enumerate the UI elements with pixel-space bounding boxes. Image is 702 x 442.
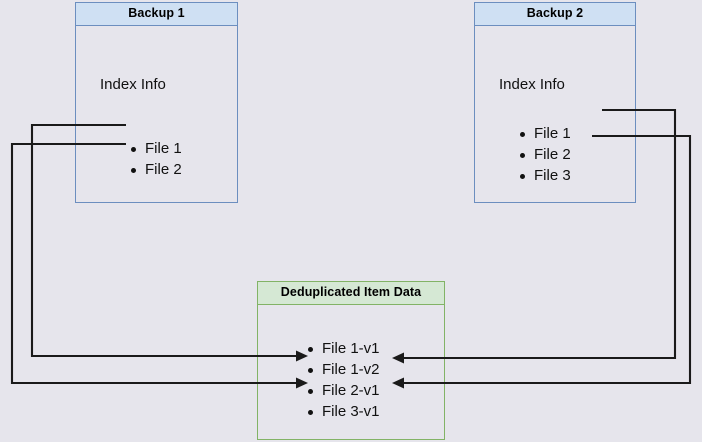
backup2-file-list: File 1 File 2 File 3 (517, 123, 571, 186)
list-item[interactable]: File 3-v1 (305, 401, 380, 422)
list-item[interactable]: File 1-v1 (305, 338, 380, 359)
backup2-box[interactable]: Backup 2 Index Info File 1 File 2 File 3 (474, 2, 636, 203)
list-item[interactable]: File 3 (517, 165, 571, 186)
backup1-box[interactable]: Backup 1 Index Info File 1 File 2 (75, 2, 238, 203)
list-item[interactable]: File 1 (517, 123, 571, 144)
backup2-body: Index Info File 1 File 2 File 3 (475, 26, 635, 202)
backup1-file-list: File 1 File 2 (128, 138, 182, 180)
list-item[interactable]: File 2-v1 (305, 380, 380, 401)
backup2-title: Backup 2 (475, 3, 635, 26)
list-item[interactable]: File 2 (517, 144, 571, 165)
backup2-index-label: Index Info (499, 76, 565, 93)
dedup-item-list: File 1-v1 File 1-v2 File 2-v1 File 3-v1 (305, 338, 380, 422)
list-item[interactable]: File 2 (128, 159, 182, 180)
dedup-title: Deduplicated Item Data (258, 282, 444, 305)
dedup-body: File 1-v1 File 1-v2 File 2-v1 File 3-v1 (258, 305, 444, 439)
backup1-index-label: Index Info (100, 76, 166, 93)
backup1-title: Backup 1 (76, 3, 237, 26)
backup1-body: Index Info File 1 File 2 (76, 26, 237, 202)
list-item[interactable]: File 1-v2 (305, 359, 380, 380)
list-item[interactable]: File 1 (128, 138, 182, 159)
dedup-box[interactable]: Deduplicated Item Data File 1-v1 File 1-… (257, 281, 445, 440)
